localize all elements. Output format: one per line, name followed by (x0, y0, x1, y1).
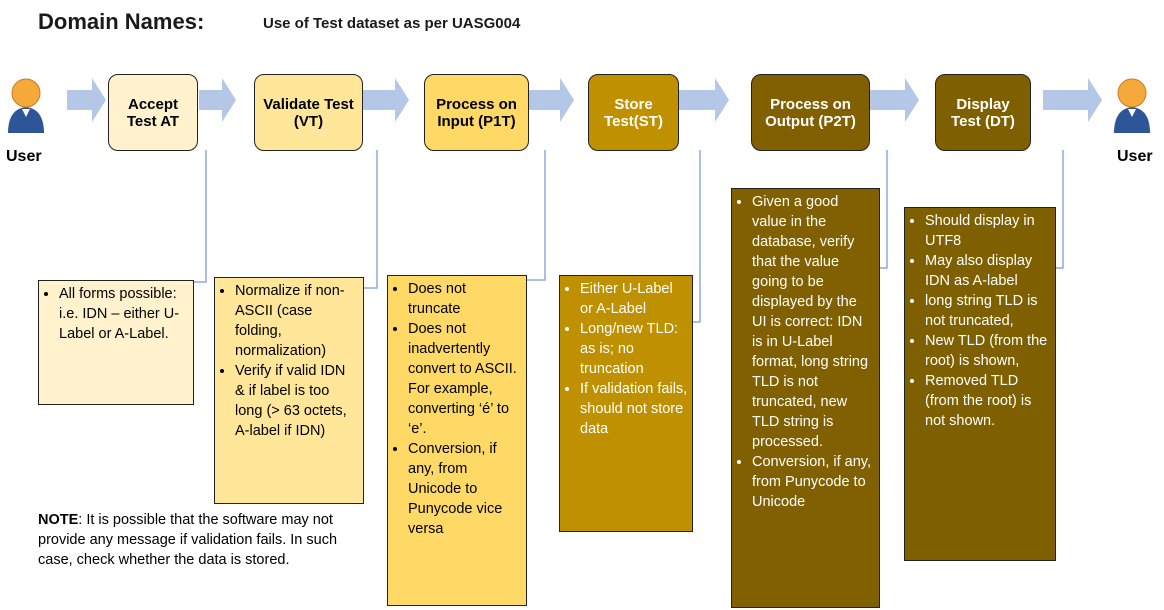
stage-validate-test: Validate Test (VT) (254, 74, 363, 151)
flow-arrow-7 (1043, 78, 1102, 122)
note-text: NOTE: It is possible that the software m… (38, 510, 358, 570)
desc-list: All forms possible: i.e. IDN – either U-… (41, 284, 189, 344)
desc-item: Does not truncate (408, 279, 522, 319)
desc-item: If validation fails, should not store da… (580, 379, 688, 439)
stage-process-input: Process on Input (P1T) (424, 74, 529, 151)
desc-validate-test: Normalize if non-ASCII (case folding, no… (214, 277, 364, 504)
user-left-label: User (6, 148, 42, 165)
flow-arrow-6 (870, 78, 919, 122)
note-label: NOTE (38, 512, 79, 528)
desc-item: Verify if valid IDN & if label is too lo… (235, 361, 359, 441)
desc-item: All forms possible: i.e. IDN – either U-… (59, 284, 189, 344)
desc-item: Conversion, if any, from Punycode to Uni… (752, 452, 875, 512)
flow-arrow-1 (67, 78, 106, 122)
user-right (1110, 73, 1154, 149)
user-left (4, 73, 48, 149)
desc-item: Should display in UTF8 (925, 211, 1051, 251)
stage-process-output: Process on Output (P2T) (751, 74, 870, 151)
desc-item: May also display IDN as A-label (925, 251, 1051, 291)
connector-p1t (527, 150, 546, 281)
page-title: Domain Names: (38, 9, 205, 34)
stage-display-test: Display Test (DT) (935, 74, 1031, 151)
stage-accept-test: Accept Test AT (108, 74, 198, 151)
page-subtitle: Use of Test dataset as per UASG004 (263, 15, 521, 32)
stage-store-test: Store Test(ST) (588, 74, 679, 151)
desc-list: Does not truncate Does not inadvertently… (390, 279, 522, 539)
desc-store-test: Either U-Label or A-Label Long/new TLD: … (559, 275, 693, 532)
desc-item: Long/new TLD: as is; no truncation (580, 319, 688, 379)
desc-list: Should display in UTF8 May also display … (907, 211, 1051, 431)
desc-item: Given a good value in the database, veri… (752, 192, 875, 452)
connector-st (693, 150, 701, 323)
flow-arrow-5 (679, 78, 729, 122)
note-body: : It is possible that the software may n… (38, 512, 338, 568)
desc-list: Either U-Label or A-Label Long/new TLD: … (562, 279, 688, 439)
user-icon (1114, 78, 1150, 133)
desc-display-test: Should display in UTF8 May also display … (904, 207, 1056, 561)
desc-item: Normalize if non-ASCII (case folding, no… (235, 281, 359, 361)
user-right-label: User (1117, 148, 1153, 165)
desc-item: Either U-Label or A-Label (580, 279, 688, 319)
desc-list: Given a good value in the database, veri… (734, 192, 875, 512)
desc-process-output: Given a good value in the database, veri… (731, 188, 880, 608)
flow-arrow-3 (362, 78, 409, 122)
desc-accept-test: All forms possible: i.e. IDN – either U-… (38, 280, 194, 405)
desc-item: long string TLD is not truncated, (925, 291, 1051, 331)
desc-item: Conversion, if any, from Unicode to Puny… (408, 439, 522, 539)
connector-at (194, 150, 207, 283)
desc-item: New TLD (from the root) is shown, (925, 331, 1051, 371)
desc-item: Removed TLD (from the root) is not shown… (925, 371, 1051, 431)
user-icon (8, 78, 44, 133)
desc-list: Normalize if non-ASCII (case folding, no… (217, 281, 359, 441)
flow-arrow-4 (529, 78, 574, 122)
desc-process-input: Does not truncate Does not inadvertently… (387, 275, 527, 606)
connector-dt (1056, 150, 1064, 269)
connector-p2t (880, 150, 888, 269)
connector-vt (364, 150, 378, 289)
flow-arrow-2 (199, 78, 236, 122)
desc-item: Does not inadvertently convert to ASCII.… (408, 319, 522, 439)
